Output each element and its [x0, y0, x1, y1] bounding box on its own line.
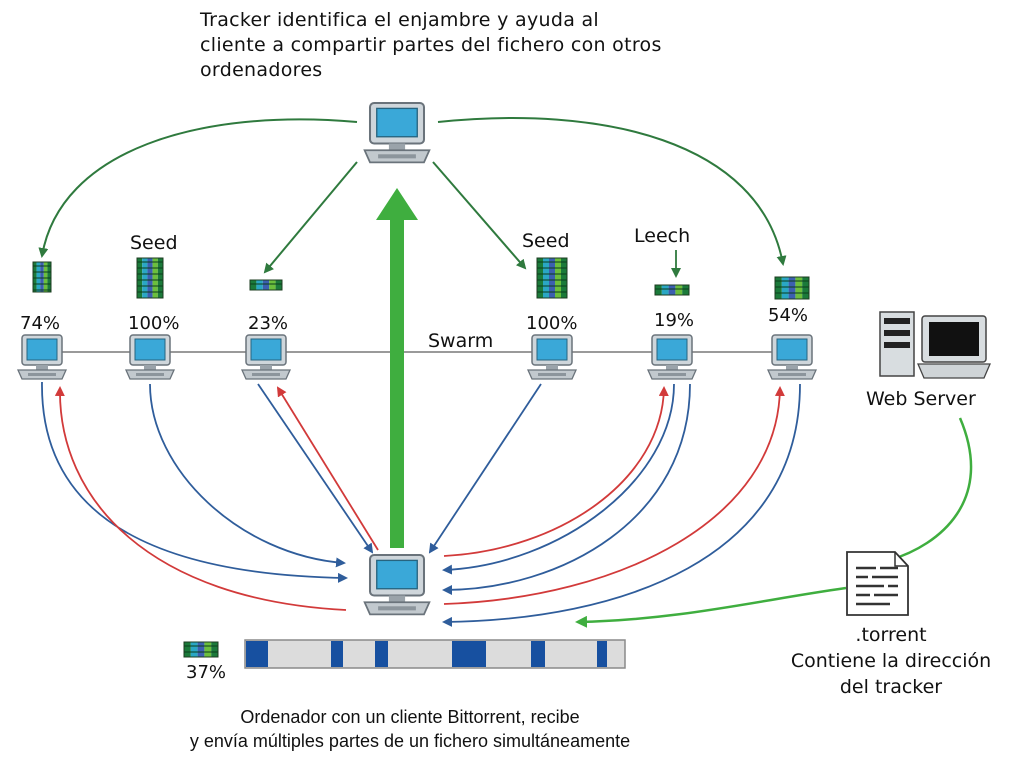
file-completion-icon: [32, 261, 52, 293]
peer-percent: 74%: [20, 313, 61, 334]
peer-label: Seed: [130, 232, 178, 254]
file-completion-icon: [654, 284, 690, 296]
piece-segment: [246, 641, 268, 667]
peer-percent: 19%: [654, 310, 695, 331]
file-completion-icon: [249, 279, 283, 291]
client-computer-icon: [363, 553, 431, 616]
peer-label: Seed: [522, 230, 570, 252]
piece-segment: [331, 641, 343, 667]
torrent-caption-line: Contiene la dirección: [790, 650, 992, 672]
download-arrows: [41, 381, 801, 627]
client-caption-line: y envía múltiples partes de un fichero s…: [189, 731, 631, 751]
peer-percent: 54%: [768, 305, 809, 326]
upload-arrows: [54, 386, 785, 611]
web-server-icon: [879, 311, 991, 379]
web-server-label: Web Server: [866, 388, 976, 410]
tracker-computer-icon: [363, 101, 431, 164]
piece-segment: [531, 641, 545, 667]
peer-computer-icon: [647, 334, 697, 380]
peer-computer-icon: [527, 334, 577, 380]
file-completion-icon: [136, 257, 164, 299]
tracker-caption-line: ordenadores: [200, 59, 323, 81]
client-file-icon: [183, 641, 219, 658]
peer-computer-icon: [241, 334, 291, 380]
peer-computer-icon: [767, 334, 817, 380]
torrent-caption-line: .torrent: [855, 624, 927, 646]
peer-computer-icon: [125, 334, 175, 380]
piece-segment: [452, 641, 486, 667]
client-percent: 37%: [186, 662, 227, 683]
torrent-file-icon: [846, 551, 909, 616]
client-caption: Ordenador con un cliente Bittorrent, rec…: [0, 705, 820, 753]
piece-segment: [597, 641, 607, 667]
peer-label: Leech: [634, 225, 691, 247]
peer-percent: 100%: [128, 313, 180, 334]
swarm-label: Swarm: [428, 330, 494, 352]
tracker-caption-line: cliente a compartir partes del fichero c…: [200, 34, 662, 56]
file-completion-icon: [183, 641, 219, 658]
file-completion-icon: [774, 276, 810, 300]
torrent-flow-arrows: [575, 417, 973, 628]
peer-computer-icon: [17, 334, 67, 380]
torrent-caption-line: del tracker: [839, 676, 943, 698]
file-completion-icon: [536, 257, 568, 299]
peer-percent: 100%: [526, 313, 578, 334]
client-progress-bar: [244, 639, 626, 669]
tracker-caption: Tracker identifica el enjambre y ayuda a…: [200, 8, 662, 83]
peer-percent: 23%: [248, 313, 289, 334]
torrent-caption: .torrent Contiene la dirección del track…: [756, 622, 1019, 700]
client-to-tracker-arrow: [376, 188, 418, 548]
piece-segment: [375, 641, 388, 667]
tracker-caption-line: Tracker identifica el enjambre y ayuda a…: [200, 9, 600, 31]
tracker-arrows: [38, 117, 787, 274]
client-caption-line: Ordenador con un cliente Bittorrent, rec…: [240, 707, 580, 727]
